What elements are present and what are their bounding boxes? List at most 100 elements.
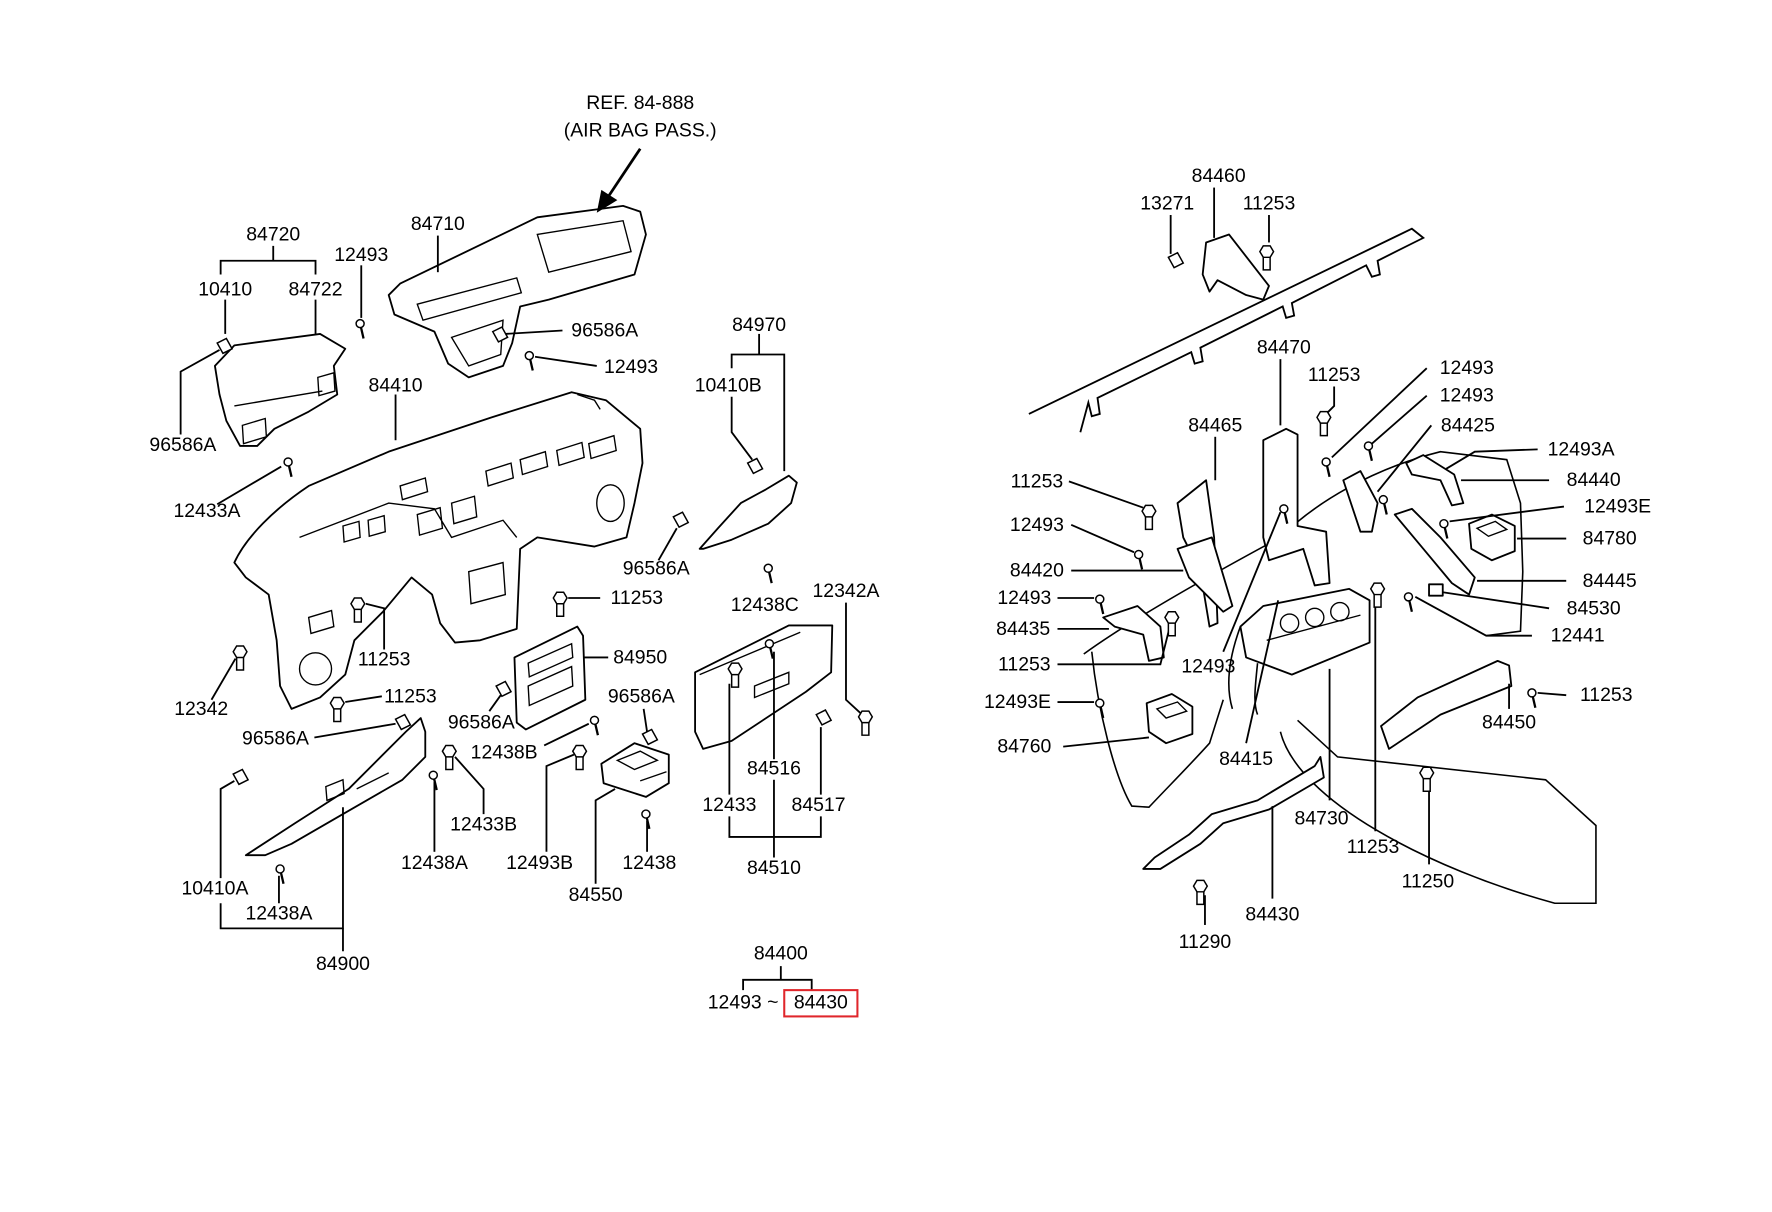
ashtray-detail <box>615 750 667 782</box>
leader-line <box>505 329 563 335</box>
screw-icon <box>641 809 651 830</box>
leader-line <box>1376 424 1433 493</box>
part-number-label: 84722 <box>289 278 343 300</box>
part-number-label: 12493 <box>334 244 388 266</box>
leader-line <box>219 780 235 879</box>
bolt-icon <box>329 696 345 723</box>
part-number-label: 12493 <box>997 587 1051 609</box>
leader-line <box>1331 367 1428 459</box>
cluster-hood <box>214 332 347 447</box>
bolt-icon <box>1369 582 1386 608</box>
cowl-cross-bar <box>1028 227 1426 433</box>
leader-line <box>1537 691 1567 697</box>
part-number-label: 84470 <box>1257 337 1311 359</box>
part-number-label: 12342A <box>813 580 880 602</box>
center-vent <box>1239 587 1371 676</box>
screw-icon <box>763 563 773 584</box>
center-bezel-detail <box>527 642 574 707</box>
screw-icon <box>764 638 775 659</box>
bolt-icon <box>441 744 458 771</box>
part-number-label: 84460 <box>1192 165 1246 187</box>
part-number-label: 12433A <box>173 500 240 522</box>
screw-icon <box>283 457 293 478</box>
bracket-84420 <box>1176 536 1234 613</box>
screw-icon <box>1363 441 1374 462</box>
arrow-head <box>596 189 618 213</box>
part-number-label: 12438C <box>731 594 799 616</box>
part-number-label: 11253 <box>1243 193 1296 215</box>
part-number-label: 84465 <box>1188 414 1242 436</box>
part-number-label: 12493B <box>506 852 573 874</box>
assembly-number: 84400 <box>754 943 808 965</box>
left-part-labels: 84710 84720 12493 10410 84722 96586A 124… <box>149 213 879 975</box>
bolt-icon <box>727 662 743 688</box>
upper-crash-pad <box>387 204 647 379</box>
part-number-label: 12493 <box>1181 656 1235 678</box>
bolt-icon <box>571 744 588 771</box>
reference-note-line1: REF. 84-888 <box>586 92 694 114</box>
clip-icon <box>491 326 509 343</box>
part-number-label: 96586A <box>448 712 515 734</box>
arrow-shaft <box>607 147 642 198</box>
screw-icon <box>589 715 600 736</box>
leader-line <box>1414 596 1532 637</box>
connector-84530 <box>1428 583 1444 597</box>
leader-line <box>534 355 597 367</box>
reference-note-line2: (AIR BAG PASS.) <box>564 119 717 141</box>
part-number-label: 12438 <box>622 852 676 874</box>
clip-icon <box>394 713 412 731</box>
leader-line <box>1063 736 1150 748</box>
bracket-84430 <box>1142 755 1325 870</box>
part-number-label: 12342 <box>174 698 228 720</box>
leader-line <box>454 756 485 815</box>
clip-icon <box>641 728 659 746</box>
part-number-label: 12493 <box>1440 357 1494 379</box>
part-number-label: 12438A <box>245 903 312 925</box>
part-number-label: 12493 <box>604 356 658 378</box>
bracket-84425 <box>1342 470 1379 533</box>
fasteners <box>216 245 1537 906</box>
part-number-label: 11253 <box>610 587 663 609</box>
leader-line <box>179 349 220 435</box>
part-number-label: 13271 <box>1140 193 1194 215</box>
part-number-label: 84445 <box>1583 570 1637 592</box>
screw-icon <box>1133 549 1144 570</box>
reference-note: REF. 84-888 (AIR BAG PASS.) <box>564 92 717 141</box>
clip-icon <box>672 511 690 529</box>
left-parts <box>214 204 834 857</box>
part-number-label: 12433 <box>702 794 756 816</box>
ashtray <box>600 742 670 798</box>
upper-pad-detail <box>416 219 632 367</box>
leader-line <box>1068 480 1144 509</box>
switch-84760-face <box>1155 701 1188 719</box>
clip-icon <box>1167 251 1185 269</box>
assembly-callout: 84400 12493 ~ 84430 <box>708 943 859 1018</box>
screw-icon <box>1095 594 1105 615</box>
part-number-label: 12493A <box>1548 438 1615 460</box>
bolt-icon <box>857 710 874 736</box>
leader-line <box>1442 591 1550 610</box>
part-number-label: 96586A <box>608 685 675 707</box>
leader-line <box>210 658 237 701</box>
leader-line <box>1445 448 1538 470</box>
switch-84760 <box>1145 693 1194 745</box>
leader-line <box>365 602 386 650</box>
leader-line <box>1245 600 1280 744</box>
dash-outline <box>1083 450 1597 905</box>
part-number-label: 11250 <box>1402 871 1455 893</box>
part-number-label: 11253 <box>358 649 411 671</box>
part-number-label: 84435 <box>996 618 1050 640</box>
part-number-label: 84950 <box>613 646 667 668</box>
part-number-label: 12493E <box>984 691 1051 713</box>
leader-line <box>742 978 813 991</box>
crash-pad-detail <box>298 393 625 686</box>
clip-icon <box>746 457 764 475</box>
lower-panel-detail <box>325 772 390 802</box>
glove-box <box>694 624 834 750</box>
part-number-label: 84450 <box>1482 712 1536 734</box>
part-number-label: 96586A <box>623 557 690 579</box>
part-number-label: 12441 <box>1551 625 1605 647</box>
leader-line <box>1371 394 1428 445</box>
screw-icon <box>1403 592 1414 612</box>
